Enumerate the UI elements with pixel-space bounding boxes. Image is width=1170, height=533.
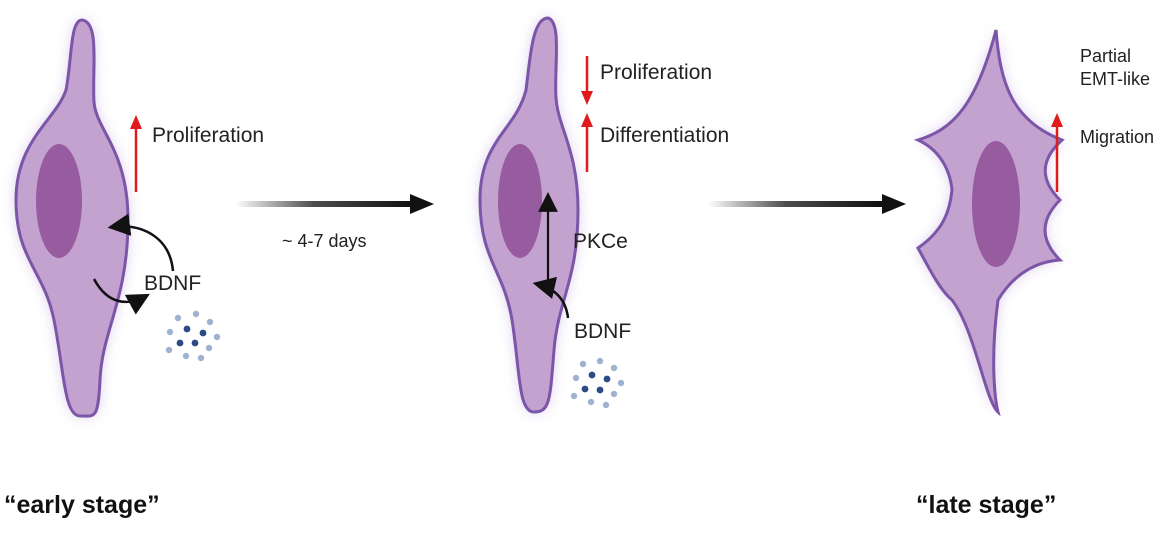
middle-bdnf-particles xyxy=(570,357,625,409)
middle-pkce-label: PKCe xyxy=(573,230,628,253)
early-proliferation-label: Proliferation xyxy=(152,124,265,147)
particle xyxy=(579,360,587,368)
particle xyxy=(587,398,595,406)
middle-proliferation-down-arrow xyxy=(581,56,593,105)
particle xyxy=(610,390,618,398)
late-cell-nucleus xyxy=(972,141,1020,267)
late-stage-label: “late stage” xyxy=(916,491,1057,519)
particle xyxy=(183,325,191,333)
particle xyxy=(596,357,604,365)
transition-arrow-2 xyxy=(708,194,906,214)
particle xyxy=(581,385,589,393)
transition-duration-label: ~ 4-7 days xyxy=(282,231,367,251)
particle xyxy=(617,379,625,387)
particle xyxy=(610,364,618,372)
particle xyxy=(603,375,611,383)
particle xyxy=(174,314,182,322)
late-emt-label-line2: EMT-like xyxy=(1080,69,1151,89)
middle-bdnf-label: BDNF xyxy=(574,320,632,343)
middle-bdnf-arrow xyxy=(532,276,570,319)
early-bdnf-particles xyxy=(165,310,221,362)
particle xyxy=(191,339,199,347)
early-loop-arrow-lower xyxy=(92,278,150,315)
particle xyxy=(197,354,205,362)
particle xyxy=(192,310,200,318)
early-stage-cell xyxy=(14,18,130,418)
early-loop-arrow-upper xyxy=(107,213,175,272)
late-emt-label-line1: Partial xyxy=(1080,46,1132,66)
particle xyxy=(596,386,604,394)
late-migration-label: Migration xyxy=(1080,127,1155,147)
early-cell-nucleus xyxy=(36,144,82,258)
particle xyxy=(182,352,190,360)
middle-differentiation-up-arrow xyxy=(581,113,593,172)
middle-differentiation-label: Differentiation xyxy=(600,124,730,147)
middle-stage-cell xyxy=(478,16,580,414)
particle xyxy=(572,374,580,382)
particle xyxy=(588,371,596,379)
particle xyxy=(213,333,221,341)
late-migration-up-arrow xyxy=(1051,113,1063,192)
particle xyxy=(205,344,213,352)
middle-cell-nucleus xyxy=(498,144,542,258)
particle xyxy=(176,339,184,347)
particle xyxy=(166,328,174,336)
particle xyxy=(199,329,207,337)
early-bdnf-label: BDNF xyxy=(144,272,202,295)
particle xyxy=(570,392,578,400)
transition-arrow-1 xyxy=(235,194,434,214)
particle xyxy=(602,401,610,409)
early-proliferation-up-arrow xyxy=(130,115,142,192)
late-stage-cell xyxy=(913,29,1065,417)
particle xyxy=(206,318,214,326)
middle-proliferation-label: Proliferation xyxy=(600,61,713,84)
early-stage-label: “early stage” xyxy=(4,491,160,519)
particle xyxy=(165,346,173,354)
